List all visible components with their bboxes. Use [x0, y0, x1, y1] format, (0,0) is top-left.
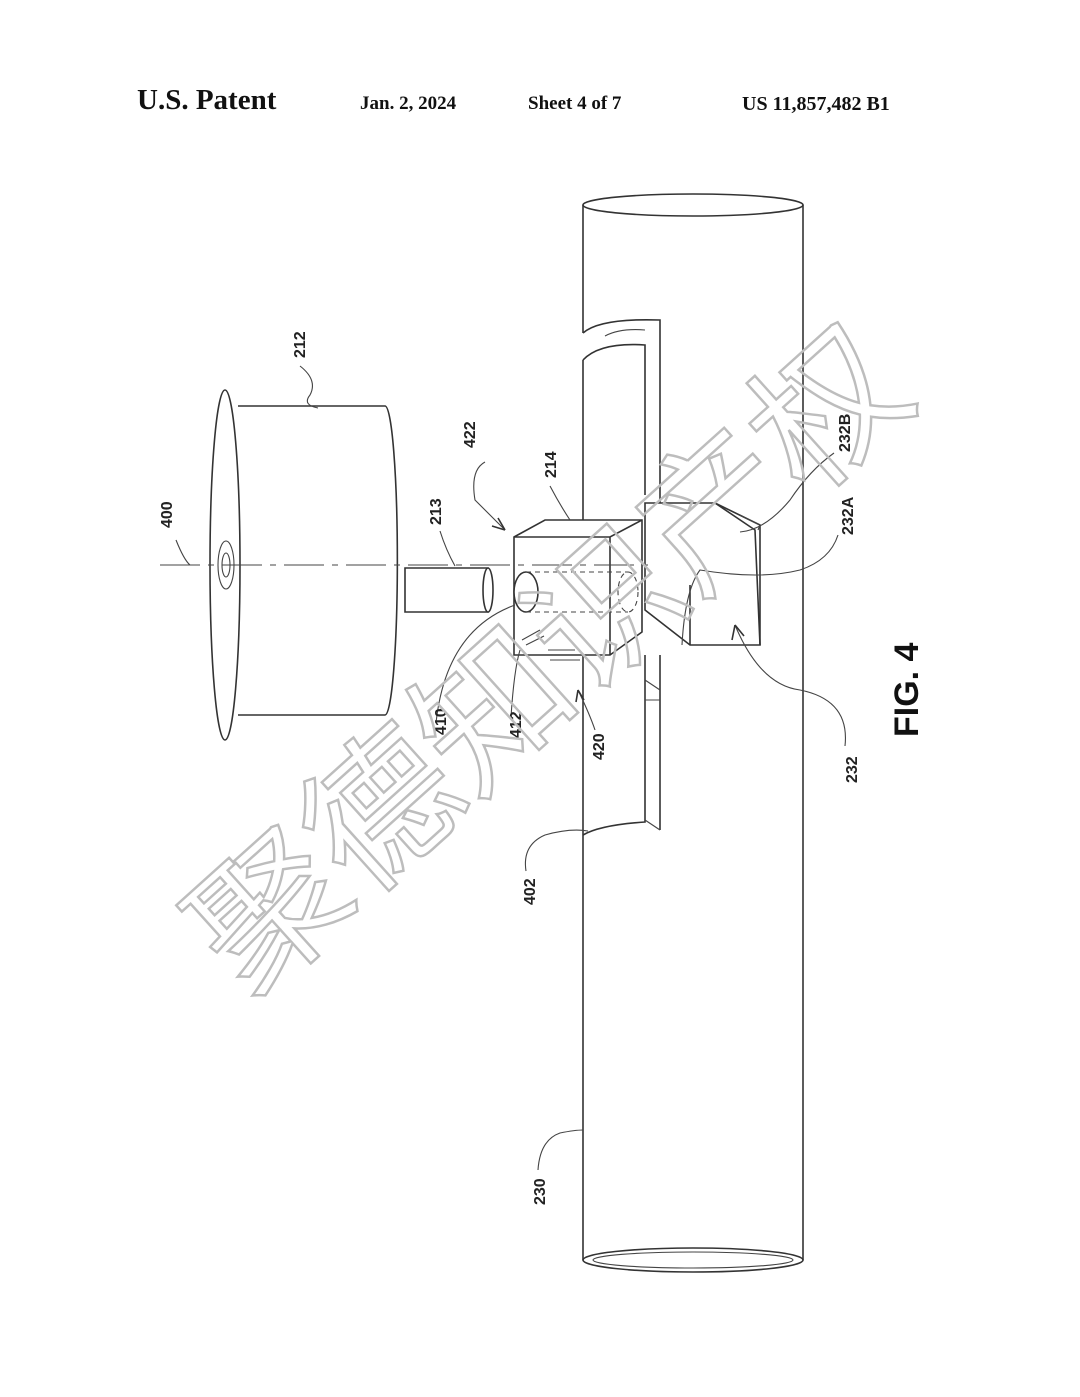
- publication-date: Jan. 2, 2024: [360, 93, 457, 114]
- connector-block-214: [513, 519, 643, 661]
- ref-410: 410: [433, 708, 450, 735]
- ref-422: 422: [462, 421, 479, 448]
- ref-400: 400: [159, 501, 176, 528]
- tube-230: [582, 193, 804, 1273]
- figure-label: FIG. 4: [888, 642, 926, 737]
- sheet-number: Sheet 4 of 7: [528, 93, 622, 114]
- reference-numerals: 212 400 213 422 214 232B 232A 410 412 42…: [159, 331, 861, 1205]
- patent-number: US 11,857,482 B1: [742, 93, 890, 115]
- ref-232: 232: [844, 756, 861, 783]
- ref-230: 230: [532, 1178, 549, 1205]
- ref-232a: 232A: [840, 496, 857, 535]
- ref-213: 213: [428, 498, 445, 525]
- ref-402: 402: [522, 878, 539, 905]
- lug-232: [644, 502, 761, 646]
- ref-420: 420: [591, 733, 608, 760]
- ref-214: 214: [543, 451, 560, 478]
- ref-412: 412: [508, 711, 525, 738]
- watermark: 聚德知识产权: [158, 295, 943, 1027]
- patent-label: U.S. Patent: [137, 84, 277, 116]
- patent-header: U.S. Patent Jan. 2, 2024 Sheet 4 of 7 US…: [0, 84, 1080, 124]
- leader-lines: [175, 365, 846, 1171]
- ref-232b: 232B: [837, 414, 854, 452]
- ref-212: 212: [292, 331, 309, 358]
